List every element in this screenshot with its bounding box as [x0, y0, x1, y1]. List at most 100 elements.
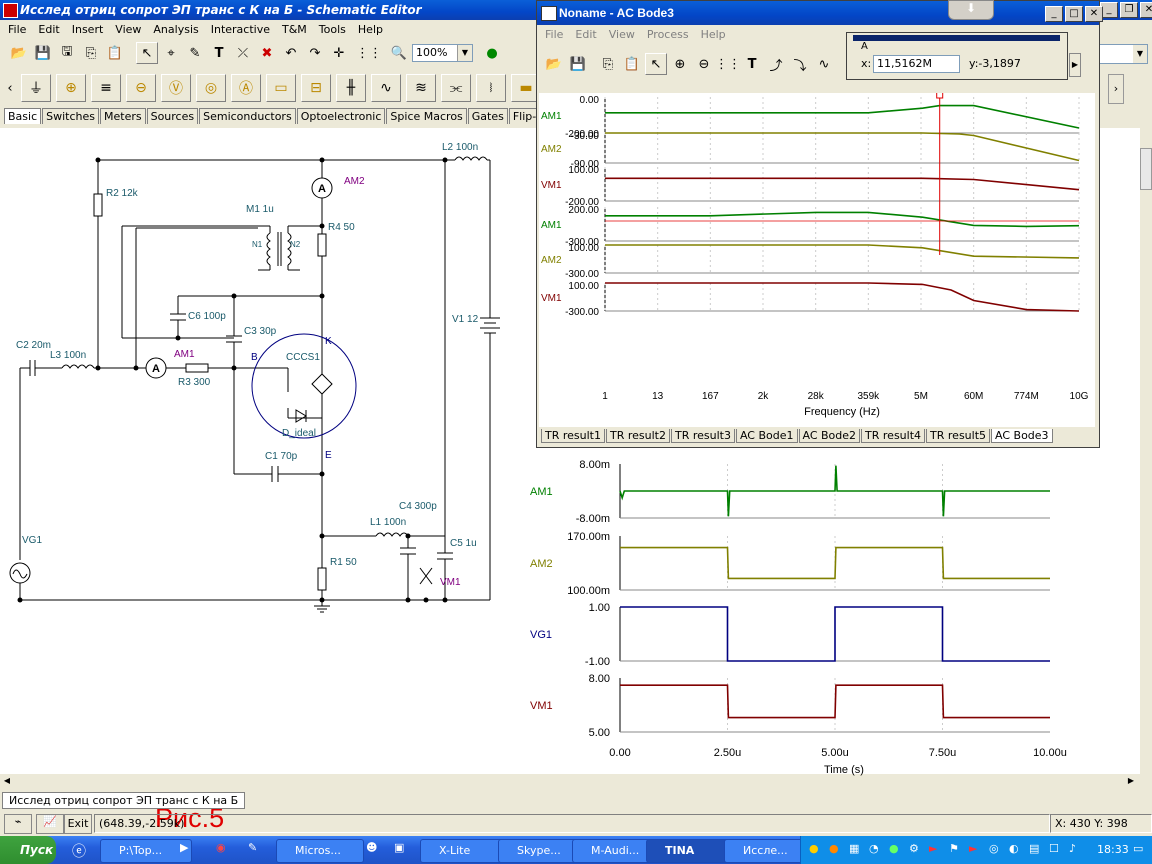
tab-meters[interactable]: Meters	[100, 108, 146, 124]
circuit-icon[interactable]: ⌁	[4, 814, 32, 834]
tab-tr-result3[interactable]: TR result3	[670, 429, 735, 443]
graph-icon[interactable]: 📈	[36, 814, 64, 834]
bode-menu-process[interactable]: Process	[646, 27, 689, 41]
copy-icon[interactable]: ⎘	[85, 45, 97, 61]
voltmeter-icon[interactable]: Ⓥ	[161, 74, 191, 102]
vertical-scrollbar[interactable]	[1140, 128, 1152, 774]
bode-copy-icon[interactable]: ⎘	[602, 56, 614, 72]
show-desktop-icon[interactable]: ▭	[1133, 842, 1144, 855]
tray-icon-3[interactable]: ▦	[849, 842, 860, 855]
voltage-source-icon[interactable]: ⊕	[56, 74, 86, 102]
tab-tr-result1[interactable]: TR result1	[541, 429, 605, 443]
chevron-down-icon[interactable]: ▼	[1133, 45, 1147, 63]
tab-ac-bode2[interactable]: AC Bode2	[798, 429, 861, 443]
capacitor-icon[interactable]: ╫	[336, 74, 366, 102]
transformer2-icon[interactable]: ⧘	[476, 74, 506, 102]
ie-icon[interactable]: ⓔ	[72, 844, 86, 860]
opera-icon[interactable]: ◉	[216, 841, 226, 854]
media-icon[interactable]: ▶	[180, 841, 189, 854]
tray-icon-2[interactable]: ●	[829, 842, 839, 855]
inductor-icon[interactable]: ∿	[371, 74, 401, 102]
horizontal-scrollbar[interactable]: ◀ ▶	[0, 774, 1152, 790]
chevron-down-icon[interactable]: ▼	[457, 45, 472, 61]
ground-icon[interactable]: ⏚	[21, 74, 51, 102]
save-as-icon[interactable]: 🖫	[61, 44, 73, 59]
close-icon[interactable]: ✕	[1140, 2, 1152, 18]
tray-icon-7[interactable]: ►	[929, 842, 938, 855]
bode-menu-edit[interactable]: Edit	[575, 27, 597, 41]
bode-window[interactable]: Noname - AC Bode3 _ □ ✕ File Edit View P…	[536, 0, 1103, 448]
bode-open-icon[interactable]: 📂	[545, 56, 563, 72]
exit-button[interactable]: Exit	[64, 814, 92, 834]
zoom-select[interactable]: 100% ▼	[412, 44, 473, 62]
junction-icon[interactable]: ✛	[333, 45, 345, 61]
current-source-icon[interactable]: ⊖	[126, 74, 156, 102]
menu-analysis[interactable]: Analysis	[153, 22, 199, 36]
bode-curve-icon[interactable]: ∿	[818, 56, 830, 72]
tray-icon-4[interactable]: ◔	[869, 842, 879, 855]
scroll-right-icon[interactable]: ›	[1108, 74, 1124, 104]
text-icon[interactable]: T	[214, 45, 224, 61]
bode-select-icon[interactable]: ↖	[645, 53, 667, 75]
cursor-next-icon[interactable]: ▶	[1069, 53, 1081, 77]
menu-tm[interactable]: T&M	[282, 22, 307, 36]
tab-sources[interactable]: Sources	[146, 108, 199, 124]
volume-icon[interactable]: ♪	[1069, 842, 1077, 855]
menu-file[interactable]: File	[8, 22, 27, 36]
scroll-thumb[interactable]	[1140, 148, 1152, 190]
select-icon[interactable]: ↖	[136, 42, 158, 64]
task-tina[interactable]: TINA	[646, 839, 738, 863]
battery-icon[interactable]: ≡	[91, 74, 121, 102]
tab-ac-bode3[interactable]: AC Bode3	[991, 429, 1053, 443]
wire-icon[interactable]: ⌖	[167, 45, 175, 61]
tab-semiconductors[interactable]: Semiconductors	[199, 108, 296, 124]
tray-icon-1[interactable]: ●	[809, 842, 819, 855]
task-skype[interactable]: Skype...	[498, 839, 584, 863]
potentiometer-icon[interactable]: ⊟	[301, 74, 331, 102]
menu-insert[interactable]: Insert	[71, 22, 104, 36]
save-icon[interactable]: 💾	[34, 45, 52, 61]
delete-wire-icon[interactable]: ⤫	[237, 45, 249, 61]
tab-tr-result4[interactable]: TR result4	[861, 429, 926, 443]
scroll-left-icon[interactable]: ‹	[7, 80, 13, 96]
restore-icon[interactable]: ❐	[1120, 2, 1138, 18]
menu-view[interactable]: View	[115, 22, 142, 36]
collapse-arrow-icon[interactable]: ⬇	[948, 0, 994, 20]
alien-icon[interactable]: ☻	[366, 841, 378, 854]
pen-icon[interactable]: ✎	[189, 45, 201, 61]
notes-icon[interactable]: ✎	[248, 841, 258, 854]
bode-cursor-b-icon[interactable]: ⤵	[793, 58, 807, 74]
tray-icon-8[interactable]: ⚑	[949, 842, 959, 855]
rotate-left-icon[interactable]: ↶	[285, 45, 297, 61]
tab-ac-bode1[interactable]: AC Bode1	[735, 429, 798, 443]
tab-tr-result2[interactable]: TR result2	[605, 429, 670, 443]
transformer-icon[interactable]: ⫘	[441, 74, 471, 102]
tab-gates[interactable]: Gates	[467, 108, 508, 124]
task-xlite[interactable]: X-Lite	[420, 839, 510, 863]
tab-spice-macros[interactable]: Spice Macros	[386, 108, 467, 124]
task-microsoft[interactable]: Micros...	[276, 839, 364, 863]
document-tab[interactable]: Исслед отриц сопрот ЭП транс с К на Б	[2, 792, 246, 809]
bode-cursor-a-icon[interactable]: ⤴	[769, 58, 783, 74]
menu-interactive[interactable]: Interactive	[210, 22, 270, 36]
tray-icon-11[interactable]: ◐	[1009, 842, 1019, 855]
bode-menu-file[interactable]: File	[545, 27, 564, 41]
inductor-core-icon[interactable]: ≋	[406, 74, 436, 102]
menu-help[interactable]: Help	[357, 22, 383, 36]
task-issled[interactable]: Иссле...	[724, 839, 814, 863]
tab-optoelectronic[interactable]: Optoelectronic	[296, 108, 386, 124]
ammeter-icon[interactable]: Ⓐ	[231, 74, 261, 102]
save-disk-icon[interactable]: ▣	[394, 841, 405, 854]
tray-icon-6[interactable]: ⚙	[909, 842, 919, 855]
bode-maximize-icon[interactable]: □	[1065, 6, 1083, 22]
resistor-icon[interactable]: ▭	[266, 74, 296, 102]
bode-text-icon[interactable]: T	[747, 56, 757, 72]
tray-icon-13[interactable]: ☐	[1049, 842, 1059, 855]
rotate-right-icon[interactable]: ↷	[309, 45, 321, 61]
bode-menu-help[interactable]: Help	[700, 27, 726, 41]
grid-icon[interactable]: ⋮⋮	[356, 45, 382, 61]
signal-generator-icon[interactable]: ◎	[196, 74, 226, 102]
tab-tr-result5[interactable]: TR result5	[926, 429, 991, 443]
toolbar-combo[interactable]: ▼	[1098, 44, 1148, 64]
